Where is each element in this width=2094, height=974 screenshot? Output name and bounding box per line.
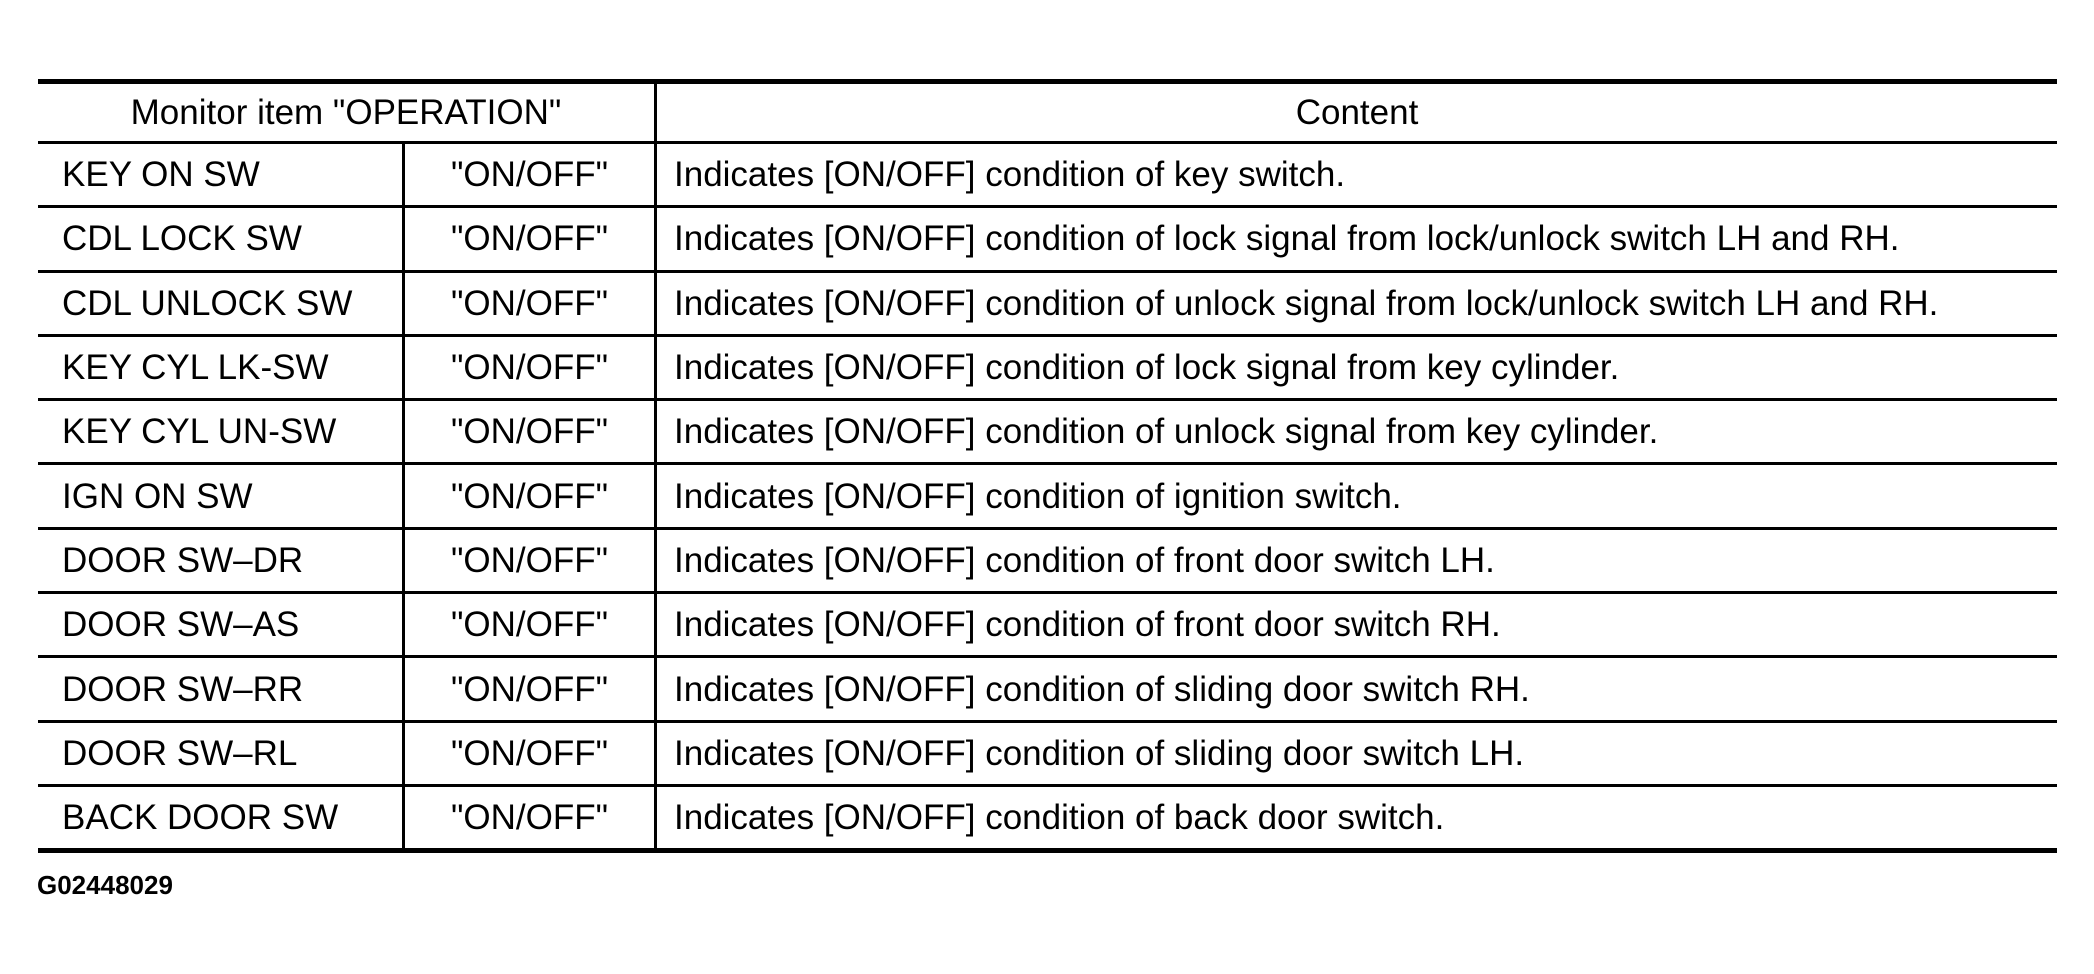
table-row: KEY CYL LK-SW "ON/OFF" Indicates [ON/OFF…: [38, 336, 2057, 402]
table-header-row: Monitor item "OPERATION" Content: [38, 84, 2057, 144]
table-row: IGN ON SW "ON/OFF" Indicates [ON/OFF] co…: [38, 465, 2057, 530]
operation-cell: "ON/OFF": [405, 144, 657, 206]
table-row: KEY CYL UN-SW "ON/OFF" Indicates [ON/OFF…: [38, 401, 2057, 466]
content-cell: Indicates [ON/OFF] condition of sliding …: [674, 669, 1530, 709]
monitor-item-cell: BACK DOOR SW: [38, 786, 405, 849]
operation-cell: "ON/OFF": [405, 272, 657, 334]
monitor-item-cell: KEY CYL LK-SW: [38, 336, 405, 399]
table-row: DOOR SW–AS "ON/OFF" Indicates [ON/OFF] c…: [38, 594, 2057, 659]
operation-cell: "ON/OFF": [405, 722, 657, 784]
operation-cell: "ON/OFF": [405, 465, 657, 527]
content-cell: Indicates [ON/OFF] condition of sliding …: [674, 733, 1525, 773]
table-row: DOOR SW–RR "ON/OFF" Indicates [ON/OFF] c…: [38, 658, 2057, 723]
operation-cell: "ON/OFF": [405, 786, 657, 849]
table-row: CDL UNLOCK SW "ON/OFF" Indicates [ON/OFF…: [38, 272, 2057, 337]
operation-cell: "ON/OFF": [405, 658, 657, 720]
content-cell: Indicates [ON/OFF] condition of front do…: [674, 540, 1495, 580]
content-cell: Indicates [ON/OFF] condition of lock sig…: [674, 219, 1900, 259]
content-cell: Indicates [ON/OFF] condition of back doo…: [674, 798, 1445, 838]
operation-cell: "ON/OFF": [405, 336, 657, 399]
table-row: KEY ON SW "ON/OFF" Indicates [ON/OFF] co…: [38, 144, 2057, 209]
monitor-item-cell: KEY CYL UN-SW: [38, 401, 405, 463]
operation-cell: "ON/OFF": [405, 529, 657, 592]
operation-cell: "ON/OFF": [405, 594, 657, 656]
monitor-operation-table: Monitor item "OPERATION" Content KEY ON …: [38, 79, 2057, 854]
table-row: DOOR SW–RL "ON/OFF" Indicates [ON/OFF] c…: [38, 722, 2057, 787]
content-cell: Indicates [ON/OFF] condition of lock sig…: [674, 348, 1620, 388]
header-content: Content: [1295, 93, 1419, 132]
table-row: CDL LOCK SW "ON/OFF" Indicates [ON/OFF] …: [38, 208, 2057, 273]
content-cell: Indicates [ON/OFF] condition of front do…: [674, 605, 1501, 645]
figure-id-label: G02448029: [37, 870, 173, 900]
monitor-item-cell: CDL LOCK SW: [38, 208, 405, 270]
operation-cell: "ON/OFF": [405, 208, 657, 270]
content-cell: Indicates [ON/OFF] condition of unlock s…: [674, 283, 1939, 323]
monitor-item-cell: DOOR SW–RL: [38, 722, 405, 784]
monitor-item-cell: CDL UNLOCK SW: [38, 272, 405, 334]
monitor-item-cell: KEY ON SW: [38, 144, 405, 206]
header-monitor-item: Monitor item "OPERATION": [38, 84, 657, 141]
monitor-item-cell: DOOR SW–RR: [38, 658, 405, 720]
table-row: BACK DOOR SW "ON/OFF" Indicates [ON/OFF]…: [38, 786, 2057, 849]
monitor-item-cell: IGN ON SW: [38, 465, 405, 527]
content-cell: Indicates [ON/OFF] condition of key swit…: [674, 155, 1346, 195]
monitor-item-cell: DOOR SW–AS: [38, 594, 405, 656]
content-cell: Indicates [ON/OFF] condition of unlock s…: [674, 412, 1659, 452]
table-row: DOOR SW–DR "ON/OFF" Indicates [ON/OFF] c…: [38, 529, 2057, 595]
operation-cell: "ON/OFF": [405, 401, 657, 463]
monitor-item-cell: DOOR SW–DR: [38, 529, 405, 592]
content-cell: Indicates [ON/OFF] condition of ignition…: [674, 476, 1402, 516]
